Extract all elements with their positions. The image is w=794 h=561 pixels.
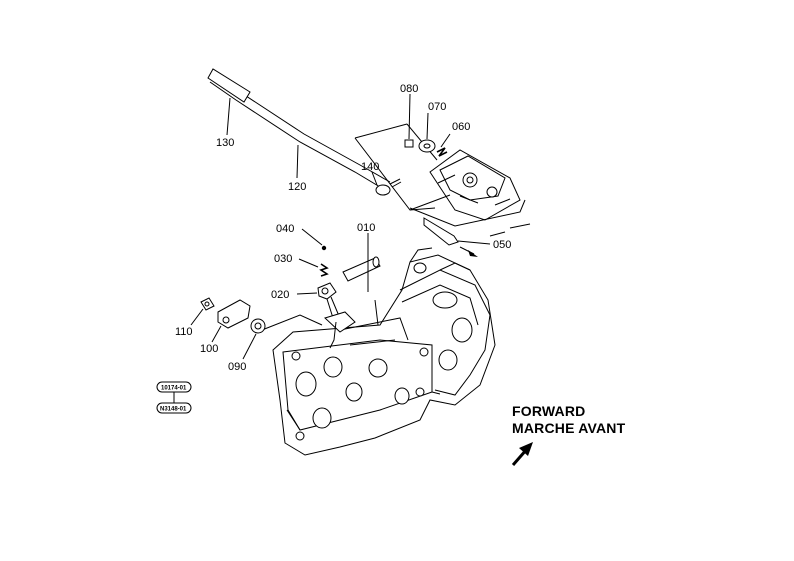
side-cover-assembly bbox=[200, 297, 266, 334]
detent-ball-040 bbox=[321, 245, 327, 251]
direction-english: FORWARD bbox=[512, 403, 586, 419]
cover-100 bbox=[217, 299, 251, 329]
callout-040: 040 bbox=[276, 223, 294, 235]
callout-020: 020 bbox=[271, 289, 289, 301]
reference-tags: 10174-01 N3148-01 bbox=[156, 381, 192, 414]
transmission-case bbox=[272, 247, 496, 456]
direction-french: MARCHE AVANT bbox=[512, 420, 626, 436]
callout-080: 080 bbox=[400, 83, 418, 95]
shift-shaft-assembly bbox=[261, 245, 381, 349]
callout-070: 070 bbox=[428, 101, 446, 113]
leader-lines bbox=[190, 93, 491, 360]
bolt-080 bbox=[404, 139, 414, 148]
callout-050: 050 bbox=[493, 239, 511, 251]
callout-120: 120 bbox=[288, 181, 306, 193]
shift-lever-assembly bbox=[207, 68, 402, 196]
forward-direction-label: FORWARD MARCHE AVANT bbox=[512, 403, 625, 437]
lever-knob bbox=[207, 68, 251, 103]
reference-tag-bottom bbox=[156, 402, 192, 414]
callout-110: 110 bbox=[175, 326, 193, 338]
pin-050 bbox=[423, 217, 459, 246]
callout-030: 030 bbox=[274, 253, 292, 265]
forward-arrow-icon bbox=[511, 442, 533, 466]
shift-cover-assembly bbox=[354, 123, 531, 257]
callout-010: 010 bbox=[357, 222, 375, 234]
lever-ball bbox=[375, 184, 391, 196]
callout-labels: 010 020 030 040 050 060 070 080 090 100 … bbox=[175, 83, 511, 373]
reference-code-top: 10174-01 bbox=[161, 386, 187, 392]
callout-060: 060 bbox=[452, 121, 470, 133]
shift-shaft-010 bbox=[342, 257, 381, 282]
callout-090: 090 bbox=[228, 361, 246, 373]
callout-100: 100 bbox=[200, 343, 218, 355]
callout-140: 140 bbox=[361, 161, 379, 173]
callout-130: 130 bbox=[216, 137, 234, 149]
reference-code-bottom: N3148-01 bbox=[160, 407, 187, 413]
